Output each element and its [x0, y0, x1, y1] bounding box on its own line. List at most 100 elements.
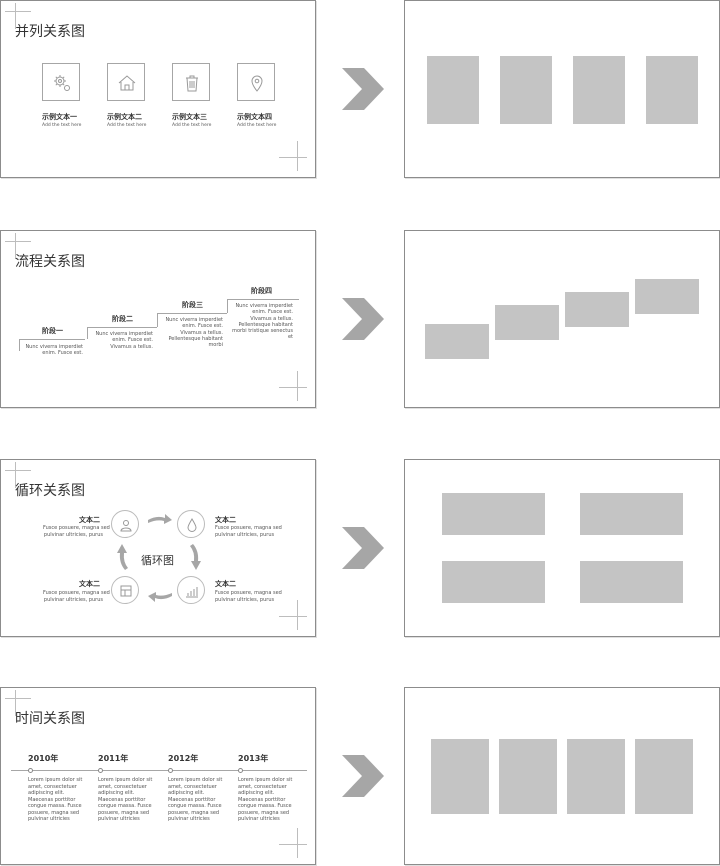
stage-title: 阶段四: [251, 287, 272, 295]
stage-line: [19, 339, 20, 351]
timeline-dot: [98, 768, 103, 773]
slide-parallel-wireframe: [404, 0, 720, 178]
location-pin-icon: [237, 63, 275, 101]
corner-cross-line: [15, 233, 16, 259]
cycle-item-line: Fusce posuere, magna sed: [43, 525, 110, 531]
slide-process: 流程关系图 阶段一 Nunc viverra imperdiet enim. F…: [0, 230, 316, 408]
placeholder-block: [499, 739, 557, 814]
chevron-right-icon: [342, 298, 384, 340]
corner-cross-line: [15, 690, 16, 716]
cycle-arrow-right: [148, 514, 172, 524]
cycle-center-label: 循环图: [141, 554, 174, 567]
chevron-right-icon: [342, 68, 384, 110]
slide-timeline: 时间关系图 2010年 Lorem ipsum dolor sit amet, …: [0, 687, 316, 865]
placeholder-block: [500, 56, 552, 124]
timeline-year: 2012年: [168, 754, 199, 763]
cycle-item-text: Fusce posuere, magna sed pulvinar ultric…: [43, 590, 110, 603]
corner-cross-line: [297, 371, 298, 401]
item-subtext: Add the text here: [172, 123, 212, 128]
corner-cross-line: [279, 844, 307, 845]
slide-title: 时间关系图: [15, 711, 85, 727]
placeholder-block: [646, 56, 698, 124]
cycle-item-heading: 文本二: [215, 516, 236, 524]
corner-cross-line: [15, 462, 16, 488]
timeline-text: Lorem ipsum dolor sit amet, consectetuer…: [238, 777, 293, 822]
corner-cross-line: [297, 828, 298, 858]
placeholder-block: [442, 493, 545, 535]
placeholder-block: [580, 493, 683, 535]
stage-line: [227, 299, 228, 313]
cycle-item-heading: 文本二: [215, 580, 236, 588]
timeline-dot: [168, 768, 173, 773]
home-icon: [107, 63, 145, 101]
user-icon: [111, 510, 139, 538]
stage-line: [157, 313, 158, 327]
cycle-item-text: Fusce posuere, magna sed pulvinar ultric…: [215, 590, 282, 603]
cycle-arrow-up: [117, 544, 128, 570]
stage-line: [157, 313, 227, 314]
trash-icon: [172, 63, 210, 101]
stage-line: [227, 299, 299, 300]
timeline-dot: [28, 768, 33, 773]
placeholder-block: [495, 305, 559, 340]
chevron-right-icon: [342, 527, 384, 569]
drop-icon: [177, 510, 205, 538]
corner-cross-line: [279, 157, 307, 158]
corner-cross-line: [279, 387, 307, 388]
corner-cross-line: [297, 141, 298, 171]
stage-title: 阶段二: [112, 315, 133, 323]
cycle-item-line: pulvinar ultricies, purus: [43, 531, 103, 538]
timeline-text: Lorem ipsum dolor sit amet, consectetuer…: [168, 777, 223, 822]
cycle-item-line: pulvinar ultricies, purus: [215, 596, 275, 603]
corner-cross-line: [5, 470, 31, 471]
placeholder-block: [442, 561, 545, 603]
item-label: 示例文本四: [237, 113, 272, 121]
stage-text: Nunc viverra imperdiet enim. Fusce est. …: [165, 317, 223, 348]
layout-icon: [111, 576, 139, 604]
corner-cross-line: [5, 698, 31, 699]
slide-title: 流程关系图: [15, 254, 85, 270]
slide-title: 并列关系图: [15, 24, 85, 40]
placeholder-block: [431, 739, 489, 814]
timeline-dot: [238, 768, 243, 773]
stage-line: [87, 327, 88, 339]
timeline-line: [11, 770, 307, 771]
cycle-item-heading: 文本二: [79, 516, 100, 524]
cycle-item-heading: 文本二: [79, 580, 100, 588]
timeline-year: 2013年: [238, 754, 269, 763]
stage-title: 阶段一: [42, 327, 63, 335]
timeline-year: 2010年: [28, 754, 59, 763]
item-subtext: Add the text here: [107, 123, 147, 128]
cycle-item-line: pulvinar ultricies, purus: [215, 531, 275, 538]
slide-parallel: 并列关系图 示例文本一 Add the text here 示例文本二 Add …: [0, 0, 316, 178]
slide-timeline-wireframe: [404, 687, 720, 865]
cycle-arrow-left: [148, 592, 172, 602]
cycle-item-text: Fusce posuere, magna sed pulvinar ultric…: [43, 525, 110, 538]
stage-text: Nunc viverra imperdiet enim. Fusce est. …: [232, 303, 293, 341]
corner-cross-line: [279, 616, 307, 617]
chevron-right-icon: [342, 755, 384, 797]
item-subtext: Add the text here: [42, 123, 82, 128]
cycle-item-line: Fusce posuere, magna sed: [215, 590, 282, 596]
corner-cross-line: [5, 11, 31, 12]
corner-cross-line: [15, 3, 16, 29]
timeline-year: 2011年: [98, 754, 129, 763]
stage-line: [19, 339, 85, 340]
stage-text: Nunc viverra imperdiet enim. Fusce est.: [25, 344, 83, 357]
timeline-text: Lorem ipsum dolor sit amet, consectetuer…: [28, 777, 83, 822]
cycle-item-line: pulvinar ultricies, purus: [43, 596, 103, 603]
chart-icon: [177, 576, 205, 604]
gear-icon: [42, 63, 80, 101]
cycle-item-line: Fusce posuere, magna sed: [215, 525, 282, 531]
placeholder-block: [580, 561, 683, 603]
corner-cross-line: [5, 241, 31, 242]
placeholder-block: [635, 279, 699, 314]
cycle-arrow-down: [190, 544, 201, 570]
placeholder-block: [573, 56, 625, 124]
placeholder-block: [567, 739, 625, 814]
item-subtext: Add the text here: [237, 123, 277, 128]
stage-line: [87, 327, 157, 328]
slide-cycle-wireframe: [404, 459, 720, 637]
slide-cycle: 循环关系图 循环图 文本二 Fusce posuere, magna sed p…: [0, 459, 316, 637]
item-label: 示例文本一: [42, 113, 77, 121]
